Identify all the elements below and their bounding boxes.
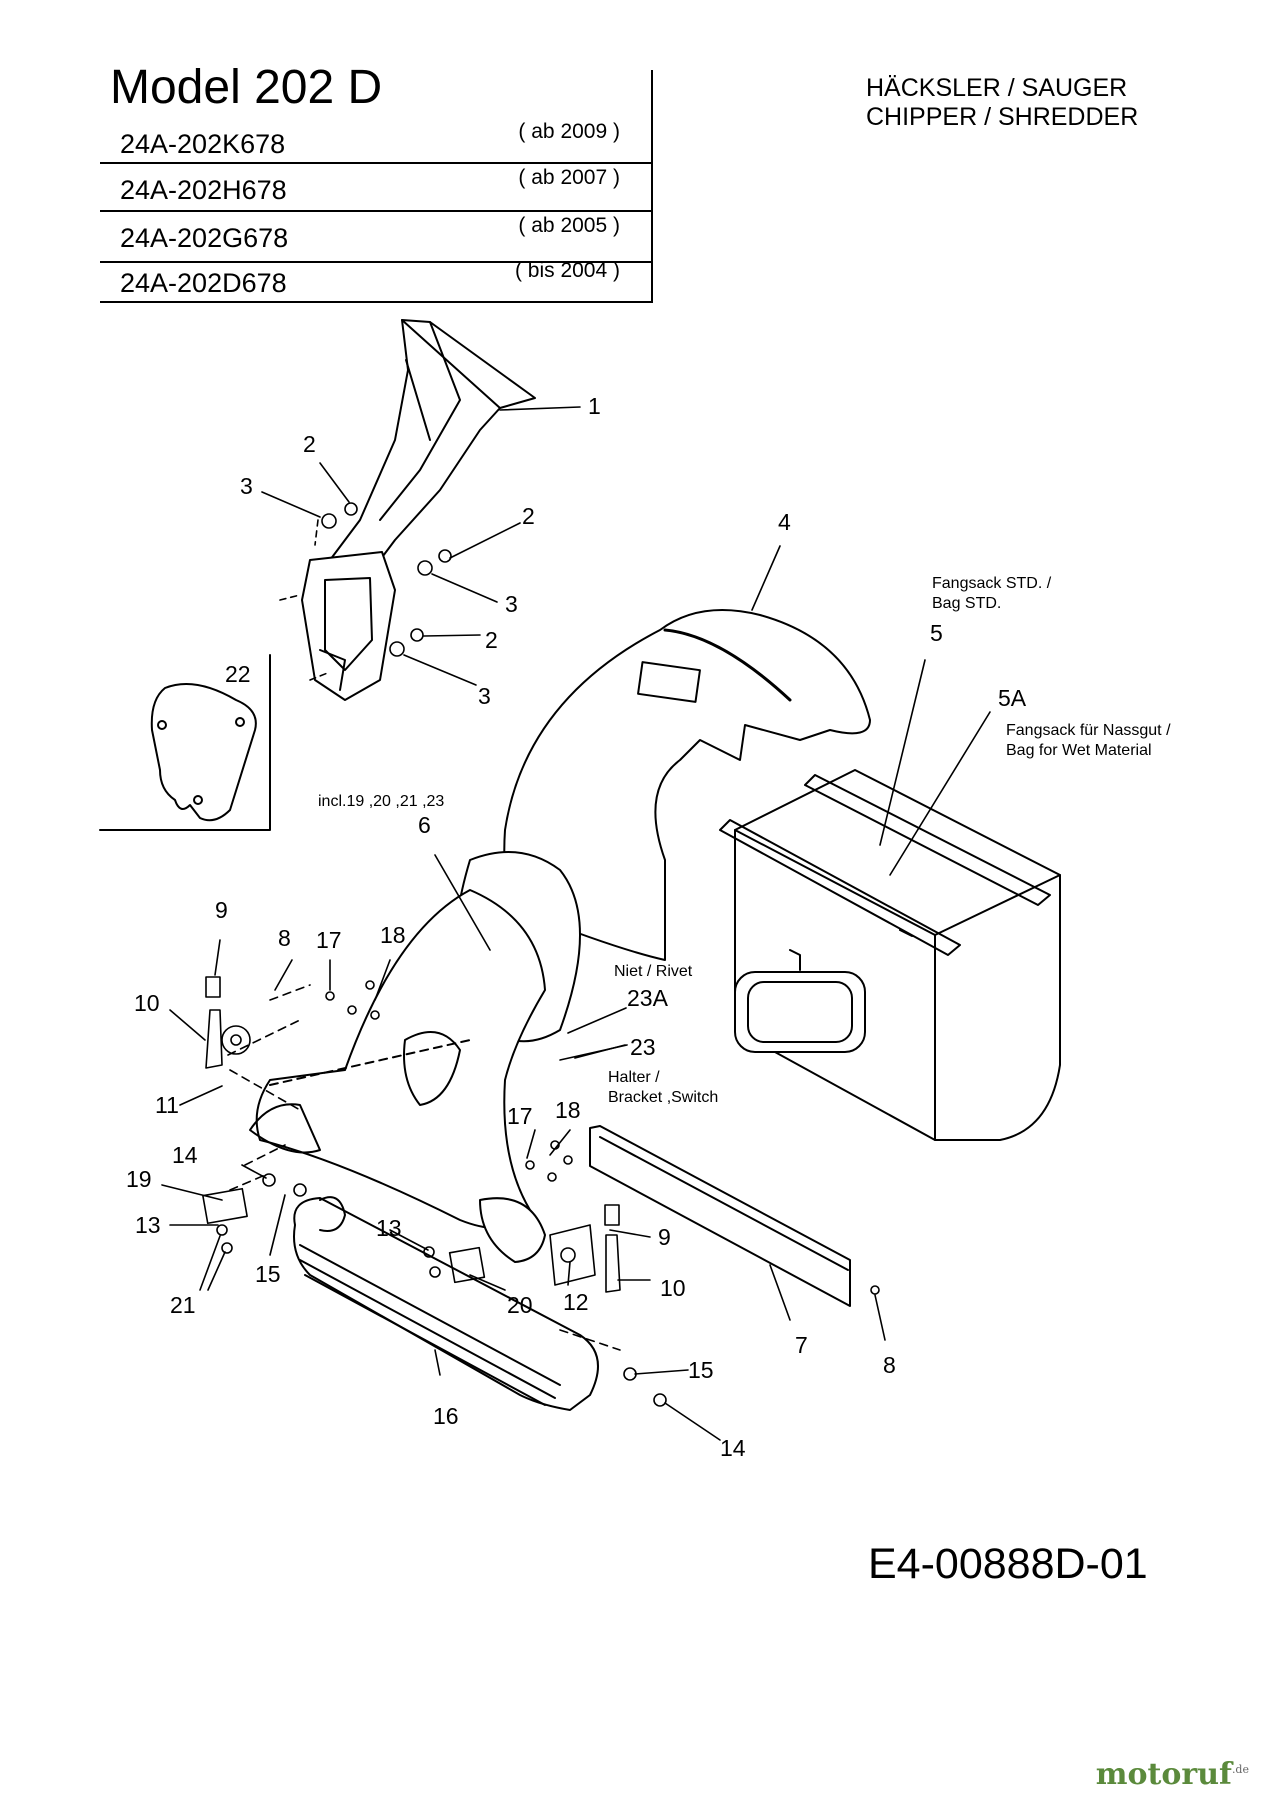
callout-10: 10 [134, 990, 160, 1016]
table-rule [100, 301, 652, 303]
section-title-en: CHIPPER / SHREDDER [866, 103, 1139, 131]
model-row: 24A-202H678 ( ab 2007 ) [100, 164, 650, 210]
callout-3: 3 [240, 473, 253, 499]
model-number: 24A-202H678 [120, 175, 287, 205]
note-bag-wet: Fangsack für Nassgut / [1006, 722, 1171, 739]
callout-15: 15 [688, 1357, 714, 1383]
table-rule [100, 210, 652, 212]
callout-20: 20 [507, 1292, 533, 1318]
note-bag-wet-en: Bag for Wet Material [1006, 742, 1152, 759]
part-scraper-strip [589, 1125, 851, 1307]
chute-fasteners [279, 502, 452, 681]
callout-2: 2 [522, 503, 535, 529]
model-years: ( ab 2007 ) [518, 166, 620, 189]
callout-11: 11 [155, 1092, 179, 1118]
callout-18: 18 [380, 922, 406, 948]
callout-10: 10 [660, 1275, 686, 1301]
model-years: ( bis 2004 ) [514, 259, 620, 282]
callout-2: 2 [303, 431, 316, 457]
note-includes: incl.19 ,20 ,21 ,23 [318, 793, 444, 810]
part-collection-bag [719, 769, 1061, 1141]
callout-9: 9 [658, 1224, 671, 1250]
callout-4: 4 [778, 509, 791, 535]
callout-15: 15 [255, 1261, 281, 1287]
brand-name: motoruf [1095, 1757, 1232, 1792]
callout-22: 22 [225, 661, 251, 687]
callout-8: 8 [278, 925, 291, 951]
model-number: 24A-202K678 [120, 129, 286, 159]
note-bag-std: Fangsack STD. / [932, 575, 1052, 592]
callout-2: 2 [485, 627, 498, 653]
callout-9: 9 [215, 897, 228, 923]
callout-17: 17 [316, 927, 342, 953]
callout-16: 16 [433, 1403, 459, 1429]
note-bracket: Halter / [608, 1069, 660, 1086]
drawing-code: E4-00888D-01 [868, 1540, 1148, 1588]
model-row: 24A-202G678 ( ab 2005 ) [100, 212, 650, 258]
callout-13: 13 [135, 1212, 161, 1238]
callout-8: 8 [883, 1352, 896, 1378]
model-row: 24A-202K678 ( ab 2009 ) [100, 118, 650, 164]
callout-leaders [161, 406, 991, 1441]
section-title-de: HÄCKSLER / SAUGER [866, 74, 1128, 102]
brand-suffix: .de [1231, 1763, 1249, 1776]
table-divider [651, 70, 653, 303]
part-bag-top-cover [503, 609, 871, 961]
section-title: HÄCKSLER / SAUGER CHIPPER / SHREDDER [866, 74, 1138, 132]
callout-17: 17 [507, 1103, 533, 1129]
part-chute-funnel [301, 319, 536, 701]
note-bag-std-en: Bag STD. [932, 595, 1001, 612]
callout-3: 3 [505, 591, 518, 617]
callout-5a: 5A [998, 685, 1027, 711]
note-bracket-switch: Bracket ,Switch [608, 1089, 718, 1106]
callout-6: 6 [418, 812, 431, 838]
model-number: 24A-202G678 [120, 223, 289, 253]
model-number: 24A-202D678 [120, 268, 287, 298]
callout-18: 18 [555, 1097, 581, 1123]
callout-14: 14 [172, 1142, 198, 1168]
callout-1: 1 [588, 393, 601, 419]
part-front-roller [293, 1196, 599, 1411]
callout-labels: 1 2 3 2 3 2 3 4 5 5A 22 6 9 8 17 18 10 1… [126, 393, 1171, 1461]
callout-19: 19 [126, 1166, 152, 1192]
table-rule [100, 162, 652, 164]
callout-14: 14 [720, 1435, 746, 1461]
brand-logo: motoruf.de [1096, 1757, 1249, 1792]
callout-3: 3 [478, 683, 491, 709]
callout-23a: 23A [627, 985, 669, 1011]
brackets-and-fasteners [202, 976, 880, 1407]
model-title: Model 202 D [110, 61, 383, 114]
model-row: 24A-202D678 ( bis 2004 ) [100, 257, 650, 303]
model-years: ( ab 2005 ) [518, 214, 620, 237]
model-years: ( ab 2009 ) [518, 120, 620, 143]
callout-7: 7 [795, 1332, 808, 1358]
callout-12: 12 [563, 1289, 589, 1315]
note-rivet: Niet / Rivet [614, 963, 693, 980]
part-housing [249, 851, 581, 1263]
callout-23: 23 [630, 1034, 656, 1060]
table-rule [100, 261, 652, 263]
part-cover-plate [99, 654, 271, 831]
callout-21: 21 [170, 1292, 196, 1318]
callout-13: 13 [376, 1215, 402, 1241]
callout-5: 5 [930, 620, 943, 646]
